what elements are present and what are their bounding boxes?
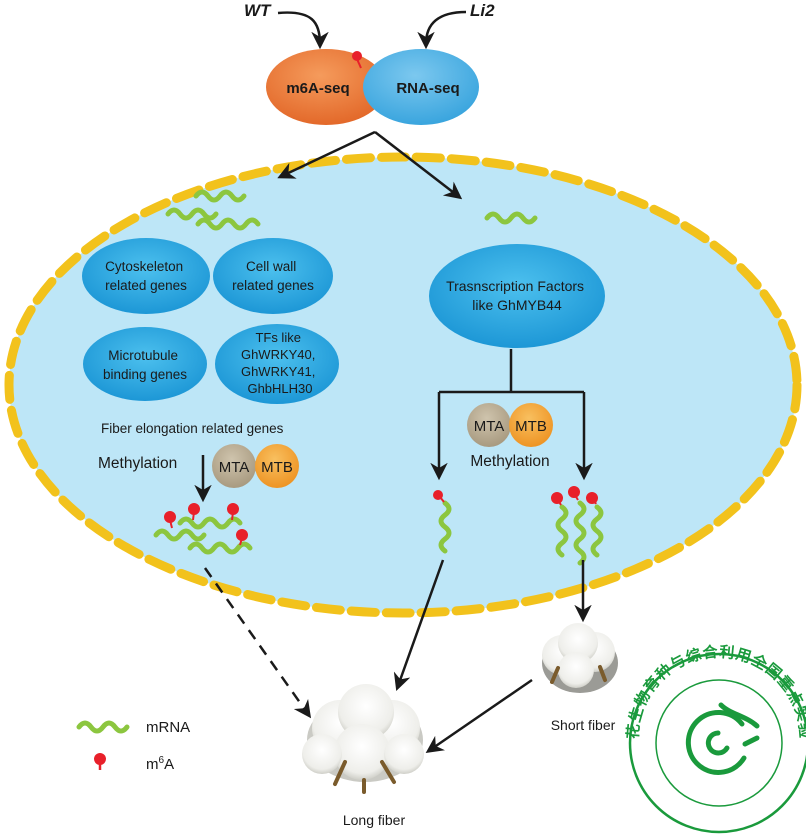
gene-cell-wall: Cell wall related genes (213, 238, 333, 314)
wt-label: WT (244, 1, 272, 20)
legend-mrna-icon (76, 720, 130, 734)
tfs-line4: GhbHLH30 (247, 381, 312, 396)
split-arrow-right (374, 131, 463, 200)
cell-wall-line1: Cell wall (246, 259, 296, 274)
rna-seq-pill: RNA-seq (363, 49, 479, 125)
tfs-line3: GhWRKY41, (241, 364, 315, 379)
tf-line1: Trasnscription Factors (446, 278, 584, 294)
legend-m6a-icon (94, 753, 106, 770)
legend: mRNA m6A (76, 719, 190, 773)
svg-text:Trasnscription Factors l: Trasnscription Factors like GhMYB44 (446, 278, 588, 313)
cell-wall-line2: related genes (232, 278, 314, 293)
methylated-mrna-cluster (551, 486, 604, 566)
long-fiber-cotton (302, 684, 424, 794)
dashed-arrow-to-long-fiber (203, 567, 312, 719)
arrow-short-to-long (425, 678, 533, 753)
methylation-label-right: Methylation (470, 453, 549, 470)
short-fiber-label: Short fiber (551, 717, 616, 733)
arrow-to-long-fiber-right (393, 559, 445, 691)
microtubule-line1: Microtubule (108, 348, 178, 363)
mtb-enzyme-right: MTB (509, 403, 553, 447)
svg-text:TFs like GhWRKY40,: TFs like GhWRKY40, GhWRKY41, GhbHLH30 (241, 330, 319, 396)
methylation-label-left: Methylation (98, 455, 177, 472)
cytoskeleton-line2: related genes (105, 278, 187, 293)
li2-label: Li2 (470, 1, 495, 20)
tfs-line2: GhWRKY40, (241, 347, 315, 362)
cytoskeleton-line1: Cytoskeleton (105, 259, 183, 274)
stamp-logo-icon (685, 702, 760, 775)
short-fiber-cotton (542, 623, 618, 693)
svg-text:m6A: m6A (146, 755, 174, 773)
branch-connector (430, 349, 593, 481)
mta-label-left: MTA (219, 459, 250, 476)
long-fiber-label: Long fiber (343, 812, 406, 828)
legend-m6a-prefix: m (146, 756, 159, 773)
rna-seq-label: RNA-seq (396, 80, 459, 97)
m6a-seq-label: m6A-seq (286, 80, 349, 97)
svg-text:Cytoskeleton related gen: Cytoskeleton related genes (105, 259, 187, 293)
m6a-seq-pill: m6A-seq (266, 49, 386, 125)
split-arrow-left (277, 130, 376, 179)
legend-mrna-label: mRNA (146, 719, 190, 736)
wt-arrow (277, 11, 329, 50)
cell-membrane (4, 152, 802, 618)
mtb-label-right: MTB (515, 418, 547, 435)
methylated-mrna-left (153, 503, 253, 555)
mta-enzyme-left: MTA (212, 444, 256, 488)
gene-microtubule: Microtubule binding genes (83, 327, 207, 401)
mta-label-right: MTA (474, 418, 505, 435)
methylated-mrna-single (433, 490, 452, 554)
gene-tfs: TFs like GhWRKY40, GhWRKY41, GhbHLH30 (215, 324, 339, 404)
legend-m6a-sup: 6 (159, 755, 165, 766)
mtb-label-left: MTB (261, 459, 293, 476)
mrna-cluster-left (165, 189, 261, 231)
svg-text:Microtubule binding gene: Microtubule binding genes (103, 348, 187, 382)
mta-enzyme-right: MTA (467, 403, 511, 447)
tf-line2: like GhMYB44 (472, 297, 562, 313)
mtb-enzyme-left: MTB (255, 444, 299, 488)
microtubule-line2: binding genes (103, 367, 187, 382)
gene-cytoskeleton: Cytoskeleton related genes (82, 238, 210, 314)
tfs-line1: TFs like (255, 330, 301, 345)
mrna-right-top (484, 211, 538, 225)
m6a-mark-top (352, 51, 362, 69)
tf-ellipse-right: Trasnscription Factors like GhMYB44 (429, 244, 605, 348)
li2-arrow (417, 10, 467, 50)
svg-text:Cell wall related genes: Cell wall related genes (232, 259, 314, 293)
fiber-elongation-label: Fiber elongation related genes (101, 421, 284, 436)
legend-m6a-suffix: A (164, 756, 174, 773)
